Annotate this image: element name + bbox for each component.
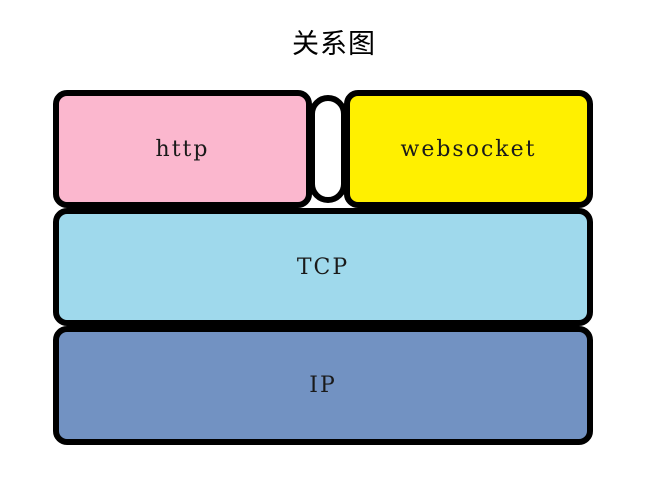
layer-label-websocket: websocket [400,136,537,162]
layer-box-websocket[interactable]: websocket [344,90,593,208]
layer-label-http: http [155,136,210,162]
layer-box-tcp[interactable]: TCP [53,208,593,326]
layer-label-ip: IP [309,373,337,398]
layer-box-separator[interactable] [309,95,347,203]
layer-label-tcp: TCP [296,254,350,280]
layer-box-http[interactable]: http [53,90,312,208]
layer-box-ip[interactable]: IP [53,326,593,445]
diagram-title: 关系图 [292,29,376,60]
